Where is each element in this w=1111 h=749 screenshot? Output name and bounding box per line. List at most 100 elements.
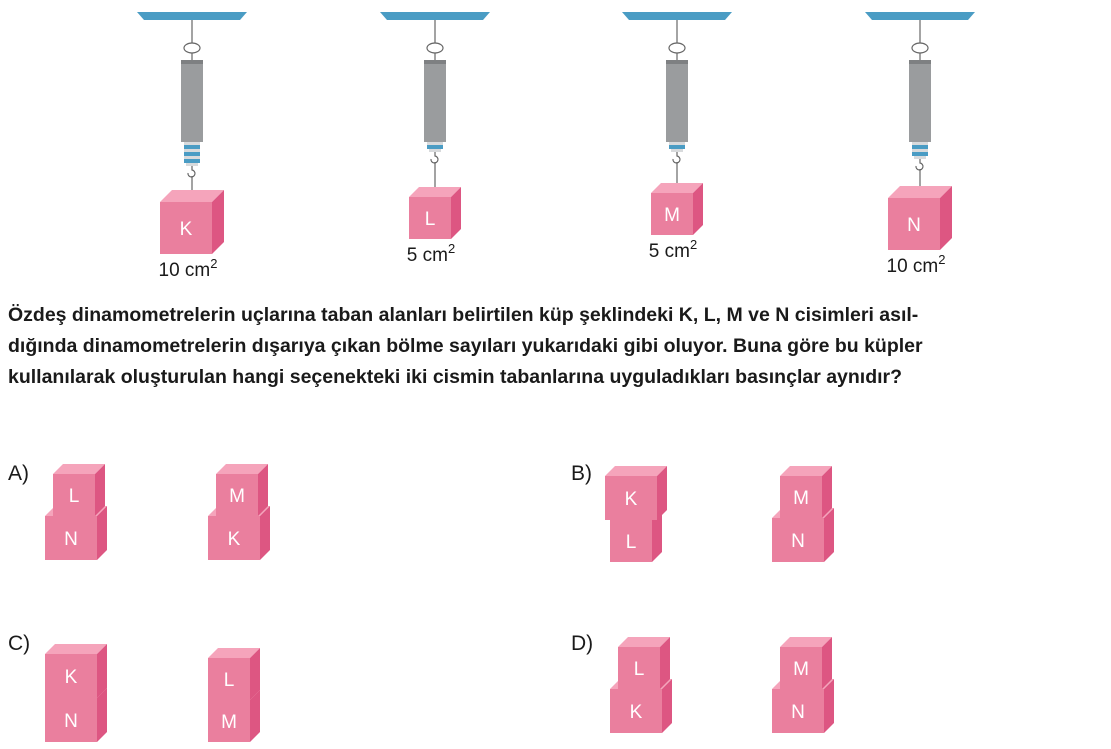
cube-side-face xyxy=(824,508,834,562)
scale-division xyxy=(912,145,928,149)
cube-side-face xyxy=(97,688,107,742)
cube-side-face xyxy=(97,506,107,560)
cube-stack: NM xyxy=(772,466,834,562)
cube-label: M xyxy=(793,659,809,680)
cube-n: N xyxy=(888,186,952,250)
dynamometer-k: K10 cm2 xyxy=(137,12,247,281)
cube-stack: KL xyxy=(610,637,672,733)
stack-top-cube: M xyxy=(780,466,832,518)
option-letter: B) xyxy=(571,462,592,485)
cube-stack: ML xyxy=(208,648,260,742)
cube-side-face xyxy=(97,644,107,698)
question-text: Özdeş dinamometrelerin uçlarına taban al… xyxy=(8,300,1106,393)
cube-front-face xyxy=(160,202,212,254)
dynamometer-body xyxy=(181,60,203,142)
cube-label: L xyxy=(69,486,80,507)
area-label: 10 cm2 xyxy=(159,256,218,281)
area-label: 5 cm2 xyxy=(649,237,697,262)
cube-front-face xyxy=(409,197,451,239)
scale-spacer xyxy=(184,156,200,159)
cube-front-face xyxy=(605,476,657,520)
dynamometer-cap xyxy=(909,60,931,64)
cube-top-face xyxy=(651,183,703,193)
cube-label: K xyxy=(625,489,638,510)
option-letter: D) xyxy=(571,632,593,655)
cube-label: K xyxy=(65,667,78,688)
area-label: 10 cm2 xyxy=(887,252,946,277)
cube-top-face xyxy=(780,637,832,647)
scale-rod-end xyxy=(671,149,683,152)
cube-stack: LK xyxy=(605,466,667,562)
dynamometer-cap xyxy=(424,60,446,64)
cube-top-face xyxy=(888,186,952,198)
stack-top-cube: L xyxy=(208,648,260,700)
cube-label: L xyxy=(626,532,637,553)
scale-spacer xyxy=(184,142,200,145)
ceiling-mount xyxy=(137,12,247,20)
scale-rod-end xyxy=(186,163,198,166)
cube-side-face xyxy=(822,466,832,518)
dynamometer-cap xyxy=(181,60,203,64)
cube-side-face xyxy=(451,187,461,239)
hanger-ring xyxy=(668,42,686,54)
scale-spacer xyxy=(427,142,443,145)
cube-side-face xyxy=(652,510,662,562)
hook-icon xyxy=(672,152,681,164)
option-letter: C) xyxy=(8,632,30,655)
scale-spacer xyxy=(912,142,928,145)
ceiling-mount xyxy=(380,12,490,20)
cube-front-face xyxy=(772,518,824,562)
scale-rod-end xyxy=(914,156,926,159)
scale-rod-end xyxy=(429,149,441,152)
dynamometer-m: M 5 cm2 xyxy=(622,12,732,262)
scale-division xyxy=(184,145,200,149)
ceiling-mount xyxy=(622,12,732,20)
cube-label: L xyxy=(634,659,645,680)
cube-front-face xyxy=(45,516,97,560)
dynamometer-body xyxy=(909,60,931,142)
cube-top-face xyxy=(618,637,670,647)
dynamometer-n: N10 cm2 xyxy=(865,12,975,277)
cube-front-face xyxy=(45,654,97,698)
cube-label: N xyxy=(64,529,78,550)
cube-side-face xyxy=(95,464,105,516)
stack-bottom-cube: N xyxy=(772,679,834,733)
cube-k: K xyxy=(160,190,224,254)
area-exponent: 2 xyxy=(690,237,697,252)
cube-front-face xyxy=(208,658,250,700)
cube-front-face xyxy=(45,698,97,742)
dynamometer-l: L5 cm2 xyxy=(380,12,490,266)
cube-front-face xyxy=(610,689,662,733)
cube-top-face xyxy=(53,464,105,474)
question-line-2: dığında dinamometrelerin dışarıya çıkan … xyxy=(8,335,923,357)
cube-top-face xyxy=(160,190,224,202)
cube-label: M xyxy=(221,712,237,733)
area-exponent: 2 xyxy=(210,256,217,271)
question-line-3: kullanılarak oluşturulan hangi seçenekte… xyxy=(8,366,903,388)
cube-label: N xyxy=(791,702,805,723)
cube-l: L xyxy=(409,187,461,239)
cube-stack: KM xyxy=(208,464,270,560)
cube-front-face xyxy=(772,689,824,733)
scale-division xyxy=(669,145,685,149)
cube-side-face xyxy=(260,506,270,560)
stack-top-cube: M xyxy=(216,464,268,516)
cube-label: N xyxy=(791,531,805,552)
cube-side-face xyxy=(824,679,834,733)
cube-side-face xyxy=(693,183,703,235)
cube-front-face xyxy=(888,198,940,250)
cube-front-face xyxy=(53,474,95,516)
cube-side-face xyxy=(662,679,672,733)
cube-label: M xyxy=(664,205,680,226)
cube-top-face xyxy=(780,466,832,476)
cube-stack: NM xyxy=(772,637,834,733)
cube-side-face xyxy=(660,637,670,689)
area-value: 5 cm xyxy=(649,241,690,262)
hook-icon xyxy=(915,159,924,171)
cube-top-face xyxy=(208,648,260,658)
